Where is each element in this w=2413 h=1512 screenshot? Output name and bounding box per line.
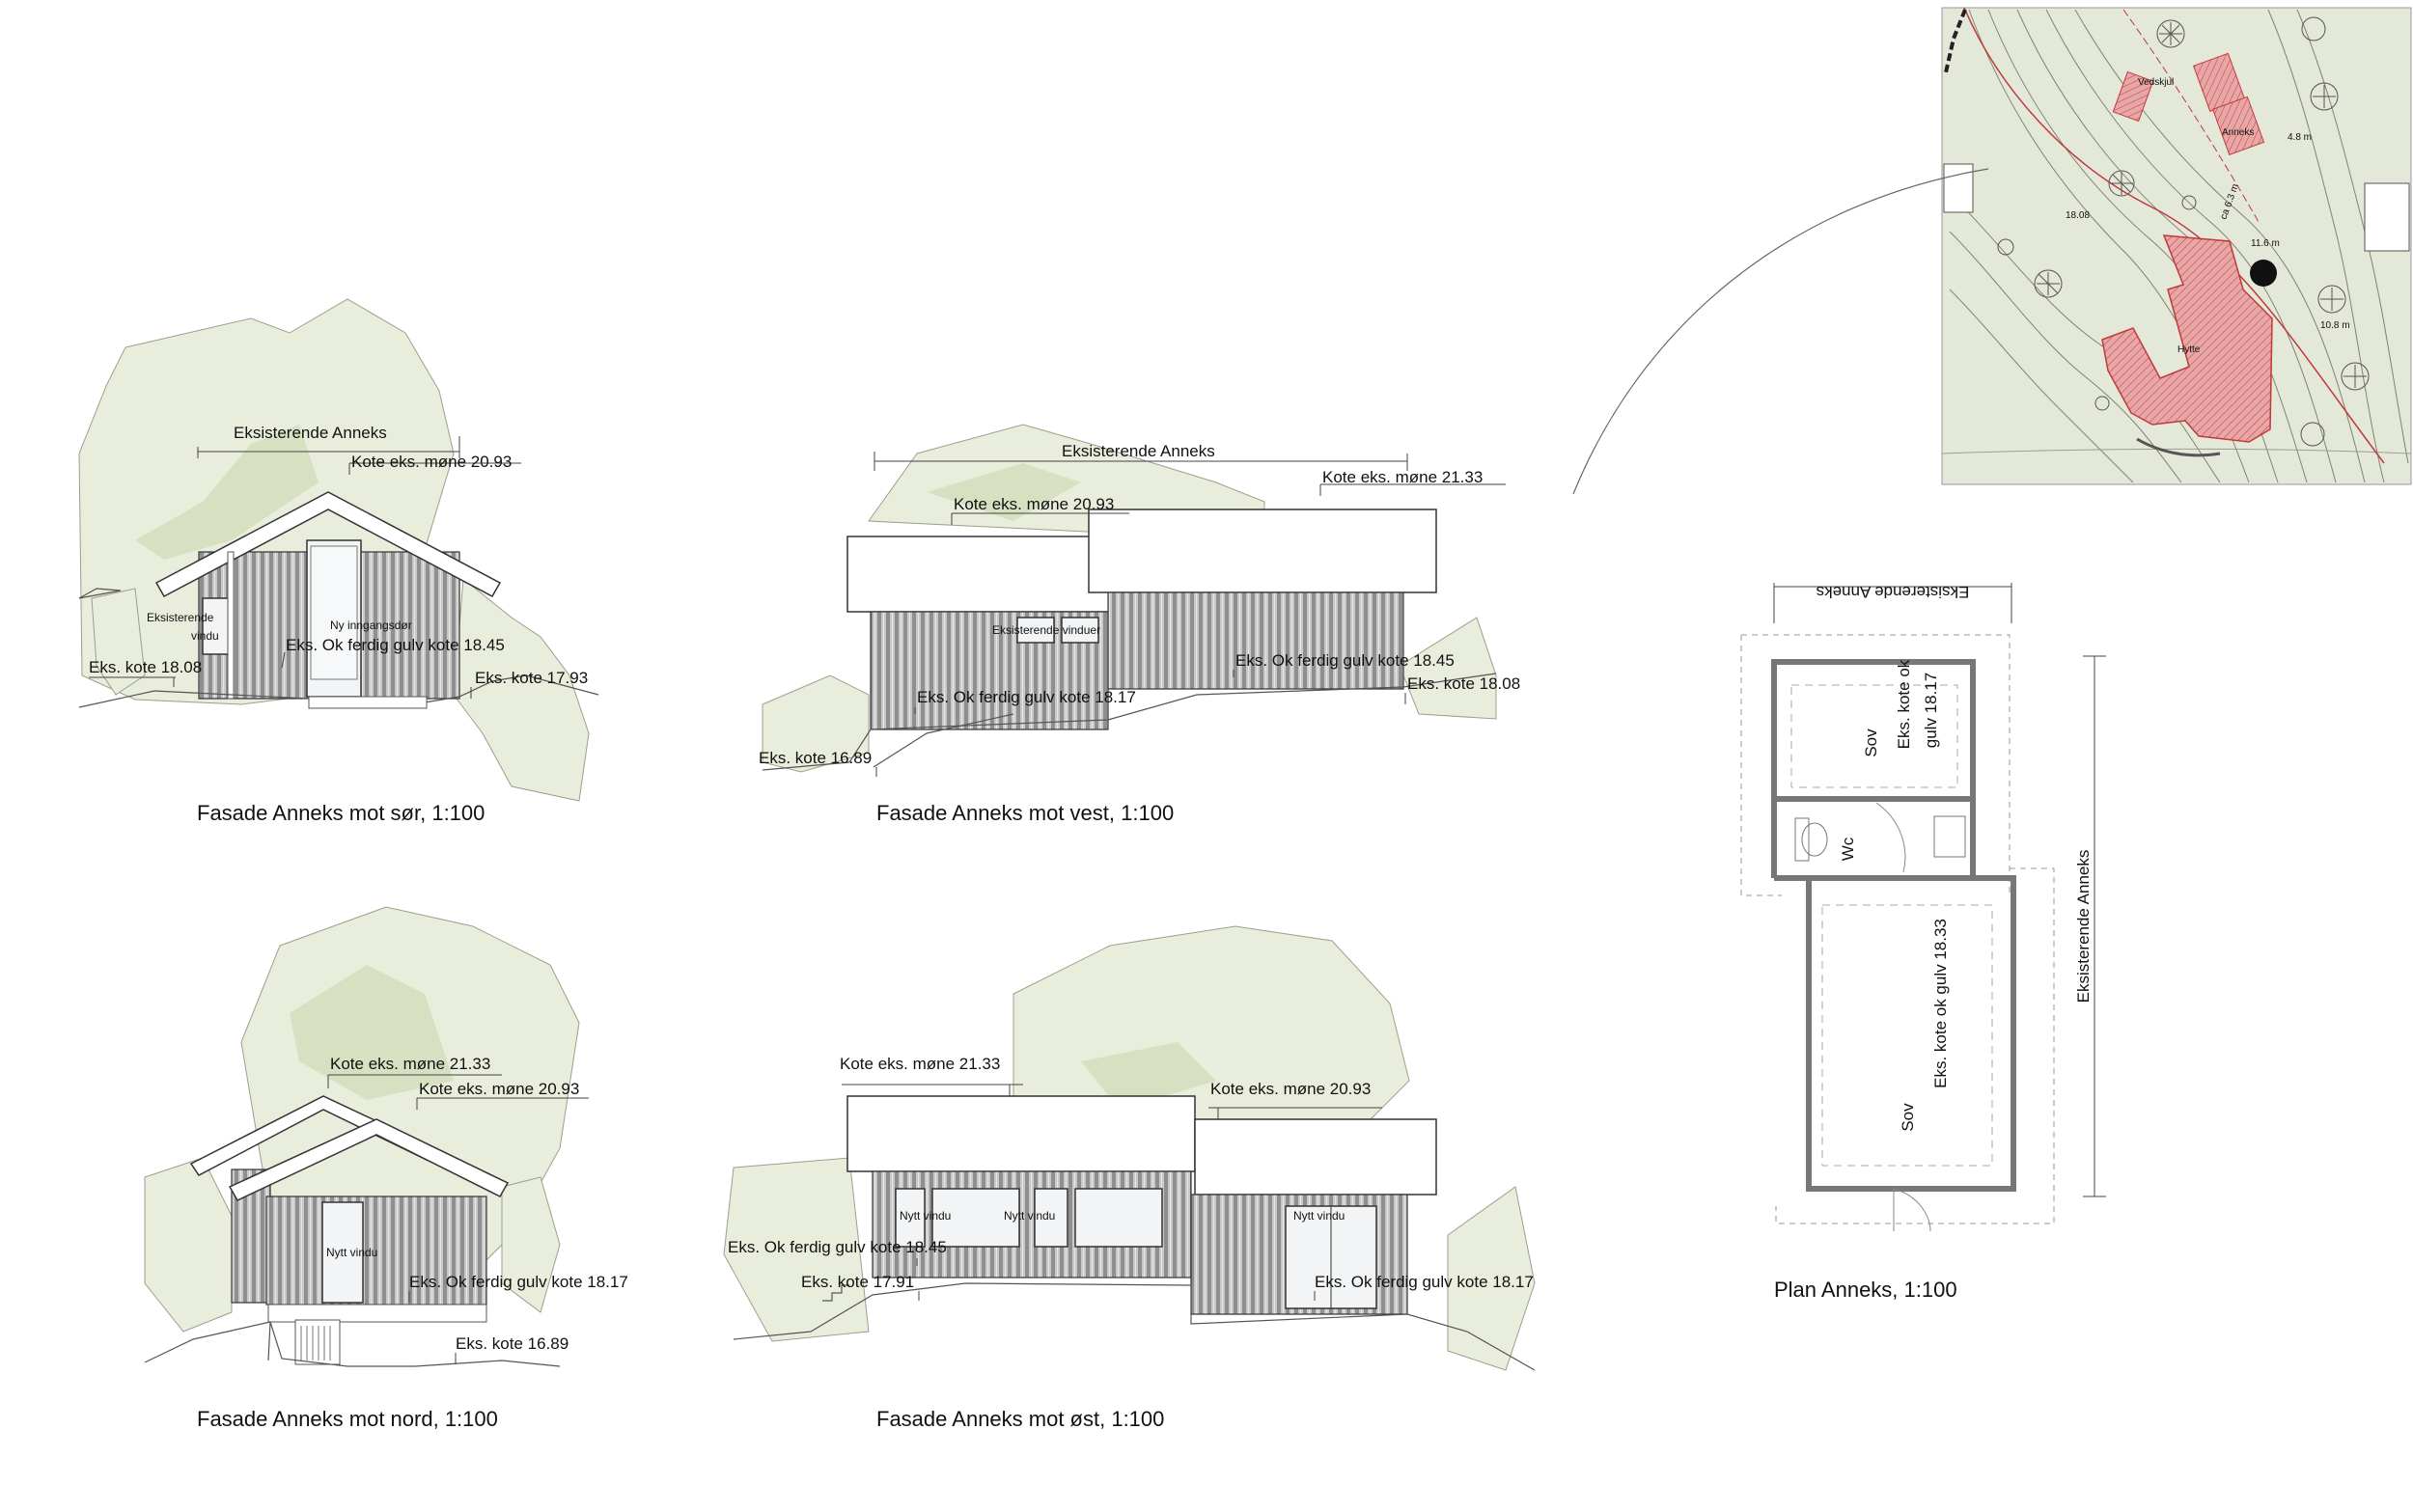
elevation-south: Eksisterende Anneks Kote eks. møne 20.93…: [78, 298, 599, 825]
south-ground-level-left: Eks. kote 18.08: [89, 658, 202, 676]
north-caption: Fasade Anneks mot nord, 1:100: [197, 1407, 498, 1431]
map-label-distance-2: 10.8 m: [2320, 320, 2350, 331]
south-ground-level-right: Eks. kote 17.93: [475, 669, 588, 687]
north-floor-level: Eks. Ok ferdig gulv kote 18.17: [409, 1273, 628, 1291]
plan-room1-level-1: Eks. kote ok: [1895, 659, 1913, 749]
east-floor-level-right: Eks. Ok ferdig gulv kote 18.17: [1315, 1273, 1534, 1291]
plan-room1-name: Sov: [1862, 729, 1880, 757]
north-ground-level: Eks. kote 16.89: [456, 1334, 569, 1353]
north-level-ridge-2: Kote eks. møne 20.93: [419, 1080, 579, 1098]
west-level-ridge-1: Kote eks. møne 20.93: [954, 495, 1114, 513]
site-map: Vedskjul Anneks Hytte 18.08 ca 6.3 m 10.…: [1941, 7, 2412, 485]
west-level-ridge-2: Kote eks. møne 21.33: [1322, 468, 1483, 486]
map-label-distance-4: 4.8 m: [2288, 132, 2312, 143]
east-window-label-2: Nytt vindu: [1004, 1209, 1055, 1223]
south-window-label-1: Eksisterende: [147, 611, 214, 624]
east-window-label-1: Nytt vindu: [900, 1209, 951, 1223]
south-window-label-2: vindu: [191, 629, 219, 643]
south-caption: Fasade Anneks mot sør, 1:100: [197, 801, 485, 825]
site-map-arc: [1572, 168, 1989, 495]
south-door-label: Ny inngangsdør: [330, 619, 412, 632]
map-label-level: 18.08: [2066, 210, 2090, 221]
map-label-hytte: Hytte: [2177, 344, 2201, 355]
east-caption: Fasade Anneks mot øst, 1:100: [876, 1407, 1164, 1431]
map-label-distance-3: 11.6 m: [2251, 238, 2280, 249]
west-floor-level-right: Eks. Ok ferdig gulv kote 18.45: [1235, 651, 1455, 670]
west-window-label: Eksisterende vinduer: [992, 623, 1100, 637]
plan-dim-side: Eksisterende Anneks: [2074, 850, 2093, 1003]
west-ground-level-left: Eks. kote 16.89: [759, 749, 872, 767]
plan-room2-name: Sov: [1899, 1103, 1917, 1132]
plan-room2-level: Eks. kote ok gulv 18.33: [1931, 919, 1950, 1088]
east-level-ridge-1: Kote eks. møne 21.33: [840, 1055, 1000, 1073]
plan: Eksisterende Anneks Eksisterende Anneks …: [1740, 583, 2106, 1302]
west-floor-level-left: Eks. Ok ferdig gulv kote 18.17: [917, 688, 1136, 706]
south-floor-level: Eks. Ok ferdig gulv kote 18.45: [286, 636, 505, 654]
west-caption: Fasade Anneks mot vest, 1:100: [876, 801, 1174, 825]
north-window-label: Nytt vindu: [326, 1246, 377, 1259]
elevation-east: Kote eks. møne 21.33 Kote eks. møne 20.9…: [723, 925, 1536, 1431]
east-level-ridge-2: Kote eks. møne 20.93: [1210, 1080, 1371, 1098]
plan-wc-label: Wc: [1839, 837, 1857, 861]
elevation-west: Eksisterende Anneks Kote eks. møne 20.93…: [759, 424, 1520, 825]
west-ground-level-right: Eks. kote 18.08: [1407, 674, 1520, 693]
plan-dim-top: Eksisterende Anneks: [1817, 583, 1970, 601]
east-ground-level: Eks. kote 17.91: [801, 1273, 914, 1291]
west-dim-label: Eksisterende Anneks: [1062, 442, 1215, 460]
north-level-ridge-1: Kote eks. møne 21.33: [330, 1055, 490, 1073]
south-dim-label: Eksisterende Anneks: [234, 424, 387, 442]
map-label-anneks: Anneks: [2222, 127, 2254, 138]
elevation-north: Kote eks. møne 21.33 Kote eks. møne 20.9…: [144, 906, 628, 1431]
east-window-label-3: Nytt vindu: [1293, 1209, 1345, 1223]
east-floor-level-left: Eks. Ok ferdig gulv kote 18.45: [728, 1238, 947, 1256]
map-label-vedskjul: Vedskjul: [2138, 77, 2174, 88]
plan-caption: Plan Anneks, 1:100: [1774, 1278, 1957, 1302]
plan-room1-level-2: gulv 18.17: [1922, 673, 1940, 748]
south-level-ridge: Kote eks. møne 20.93: [351, 453, 512, 471]
